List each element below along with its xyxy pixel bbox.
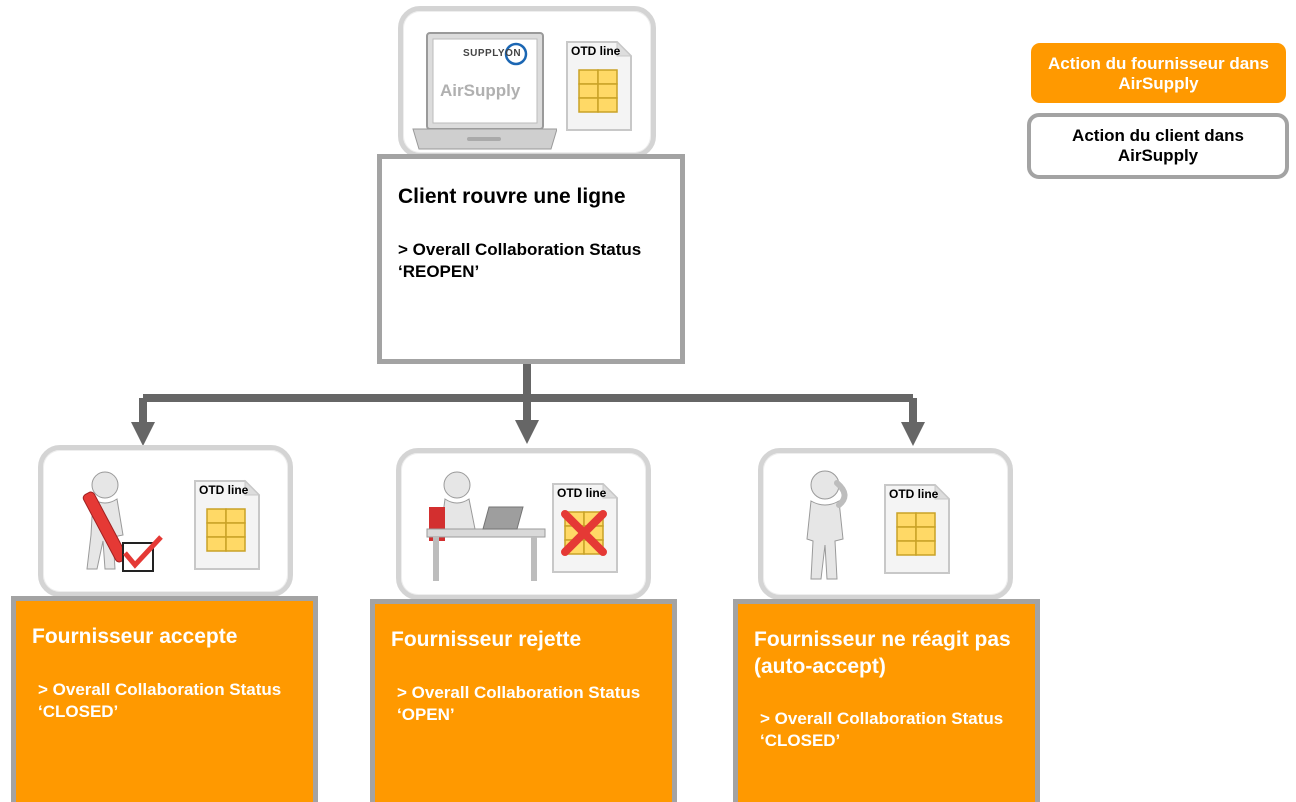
client-reopen-box: Client rouvre une ligne > Overall Collab… (377, 154, 685, 364)
airsupply-screen-text: AirSupply (440, 81, 521, 100)
legend-supplier-action: Action du fournisseur dans AirSupply (1031, 43, 1286, 103)
top-icon-card: SUPPLYON AirSupply OTD line (398, 6, 656, 158)
reject-x-icon (561, 510, 607, 556)
person-at-desk-icon (426, 471, 546, 581)
supplier-no-reaction-box: Fournisseur ne réagit pas (auto-accept) … (733, 599, 1040, 802)
legend-client-action: Action du client dans AirSupply (1027, 113, 1289, 179)
no-reaction-icon-card: OTD line (758, 448, 1013, 600)
supplyon-logo: SUPPLYON (463, 48, 522, 59)
supplier-accepts-box: Fournisseur accepte > Overall Collaborat… (11, 596, 318, 802)
supplier-no-reaction-status: > Overall Collaboration Status ‘CLOSED’ (760, 709, 1004, 750)
otd-document-icon (884, 483, 951, 574)
supplier-accepts-status: > Overall Collaboration Status ‘CLOSED’ (38, 680, 282, 721)
thinking-person-icon (806, 470, 848, 580)
otd-document-icon (566, 40, 633, 131)
otd-document-icon (194, 479, 261, 570)
otd-line-label: OTD line (571, 44, 621, 58)
person-checkmark-icon (82, 471, 163, 572)
otd-line-label: OTD line (199, 483, 249, 497)
otd-document-icon (552, 482, 619, 573)
supplier-rejects-status: > Overall Collaboration Status ‘OPEN’ (397, 683, 641, 724)
client-reopen-status: > Overall Collaboration Status ‘REOPEN’ (398, 240, 642, 281)
supplier-rejects-title: Fournisseur rejette (391, 628, 582, 651)
reject-icon-card: OTD line (396, 448, 651, 600)
supplier-rejects-box: Fournisseur rejette > Overall Collaborat… (370, 599, 677, 802)
supplier-accepts-title: Fournisseur accepte (32, 625, 238, 648)
client-reopen-title: Client rouvre une ligne (398, 185, 626, 208)
laptop-icon (412, 32, 557, 150)
accept-icon-card: OTD line (38, 445, 293, 597)
supplier-no-reaction-title: Fournisseur ne réagit pas (auto-accept) (754, 628, 1011, 678)
otd-line-label: OTD line (889, 487, 939, 501)
otd-line-label: OTD line (557, 486, 607, 500)
